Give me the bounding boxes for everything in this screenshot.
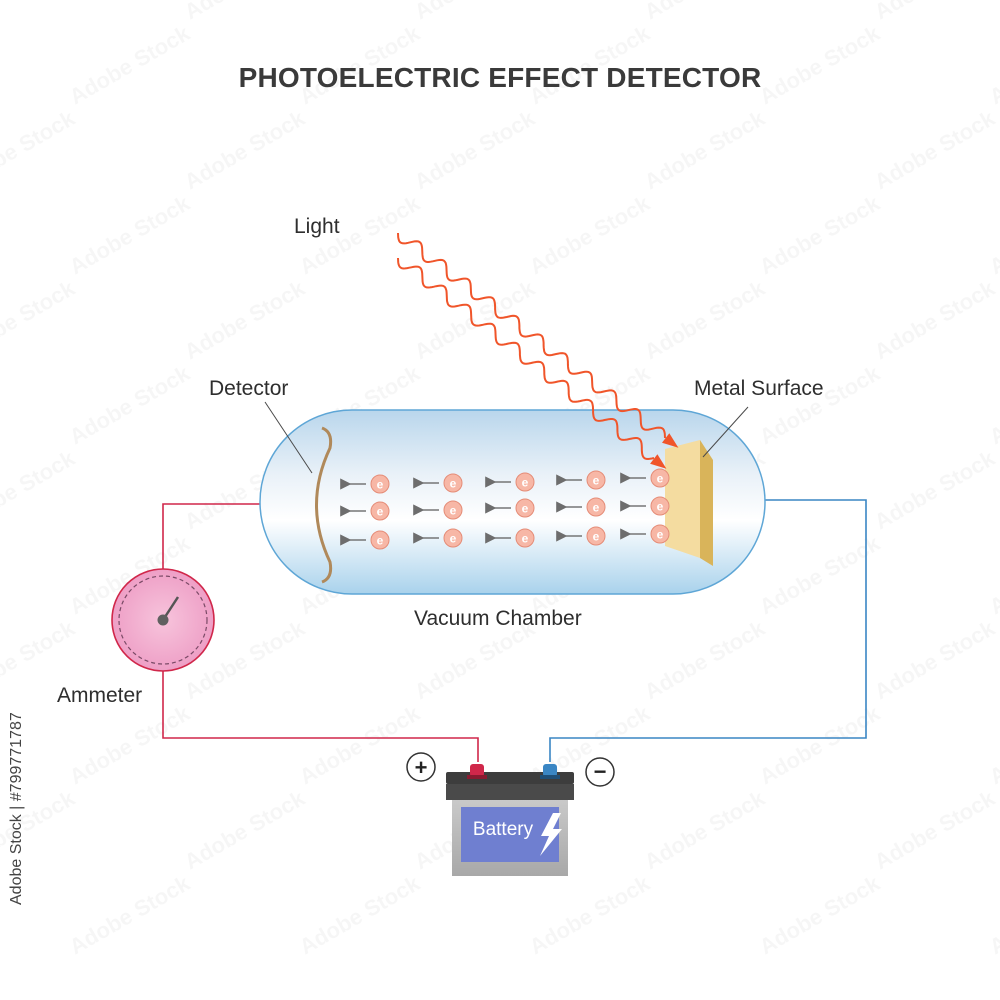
- light-wave-2: [397, 257, 655, 461]
- ammeter: [111, 568, 215, 672]
- stock-id-text: Adobe Stock | #799771787: [8, 712, 25, 905]
- electron-symbol: e: [377, 534, 384, 548]
- positive-wire: [162, 503, 479, 762]
- detector-leader-line: [264, 401, 313, 474]
- metal-surface-label: Metal Surface: [694, 377, 824, 400]
- electron-symbol: e: [450, 477, 457, 491]
- electron-symbol: e: [657, 472, 664, 486]
- lightning-bolt-icon: [540, 813, 562, 856]
- detector-electrode: [315, 426, 333, 584]
- positive-terminal: [470, 764, 484, 777]
- negative-terminal: [543, 764, 557, 777]
- negative-wire: [549, 499, 867, 762]
- ammeter-label: Ammeter: [57, 684, 143, 707]
- light-wave-2-arrowhead: [650, 454, 667, 469]
- positive-symbol: +: [406, 752, 436, 782]
- electron-symbol: e: [593, 474, 600, 488]
- electron-symbol: e: [377, 505, 384, 519]
- battery-label: Battery: [473, 819, 534, 840]
- electron-particle: [370, 474, 390, 494]
- battery: Battery: [446, 764, 574, 876]
- electron-particle: [515, 528, 535, 548]
- svg-text:−: −: [594, 759, 607, 784]
- electron-symbol: e: [522, 532, 529, 546]
- electron-particle: [443, 473, 463, 493]
- vacuum-chamber-tube: [259, 409, 766, 595]
- electron-symbol: e: [450, 532, 457, 546]
- page-title: PHOTOELECTRIC EFFECT DETECTOR: [238, 62, 762, 93]
- electron-symbol: e: [522, 502, 529, 516]
- electron-particle: [515, 472, 535, 492]
- metal-plate-edge: [700, 440, 713, 566]
- electron-particle: [650, 524, 670, 544]
- negative-symbol: −: [585, 757, 615, 787]
- electron-particle: [586, 470, 606, 490]
- light-wave-1-arrowhead: [662, 433, 679, 448]
- metal-surface-leader-line: [702, 406, 749, 458]
- electron-particle: [515, 498, 535, 518]
- ammeter-pivot: [157, 614, 169, 626]
- electron-particle: [586, 526, 606, 546]
- electron-symbol: e: [593, 530, 600, 544]
- svg-text:+: +: [415, 755, 428, 780]
- electron-particle: [370, 530, 390, 550]
- light-wave-1: [397, 232, 666, 439]
- electron-particle: [650, 468, 670, 488]
- electron-symbol: e: [593, 501, 600, 515]
- electron-symbol: e: [522, 476, 529, 490]
- electron-symbol: e: [657, 528, 664, 542]
- detector-label: Detector: [209, 377, 289, 400]
- metal-surface-plate: [665, 440, 700, 558]
- electron-particle: [650, 496, 670, 516]
- electron-symbol: e: [377, 478, 384, 492]
- vacuum-chamber-label: Vacuum Chamber: [414, 607, 582, 630]
- electron-particle: [586, 497, 606, 517]
- light-label: Light: [294, 215, 340, 238]
- electron-symbol: e: [450, 504, 457, 518]
- electron-particle: [443, 500, 463, 520]
- electron-particle: [370, 501, 390, 521]
- electron-symbol: e: [657, 500, 664, 514]
- electron-particle: [443, 528, 463, 548]
